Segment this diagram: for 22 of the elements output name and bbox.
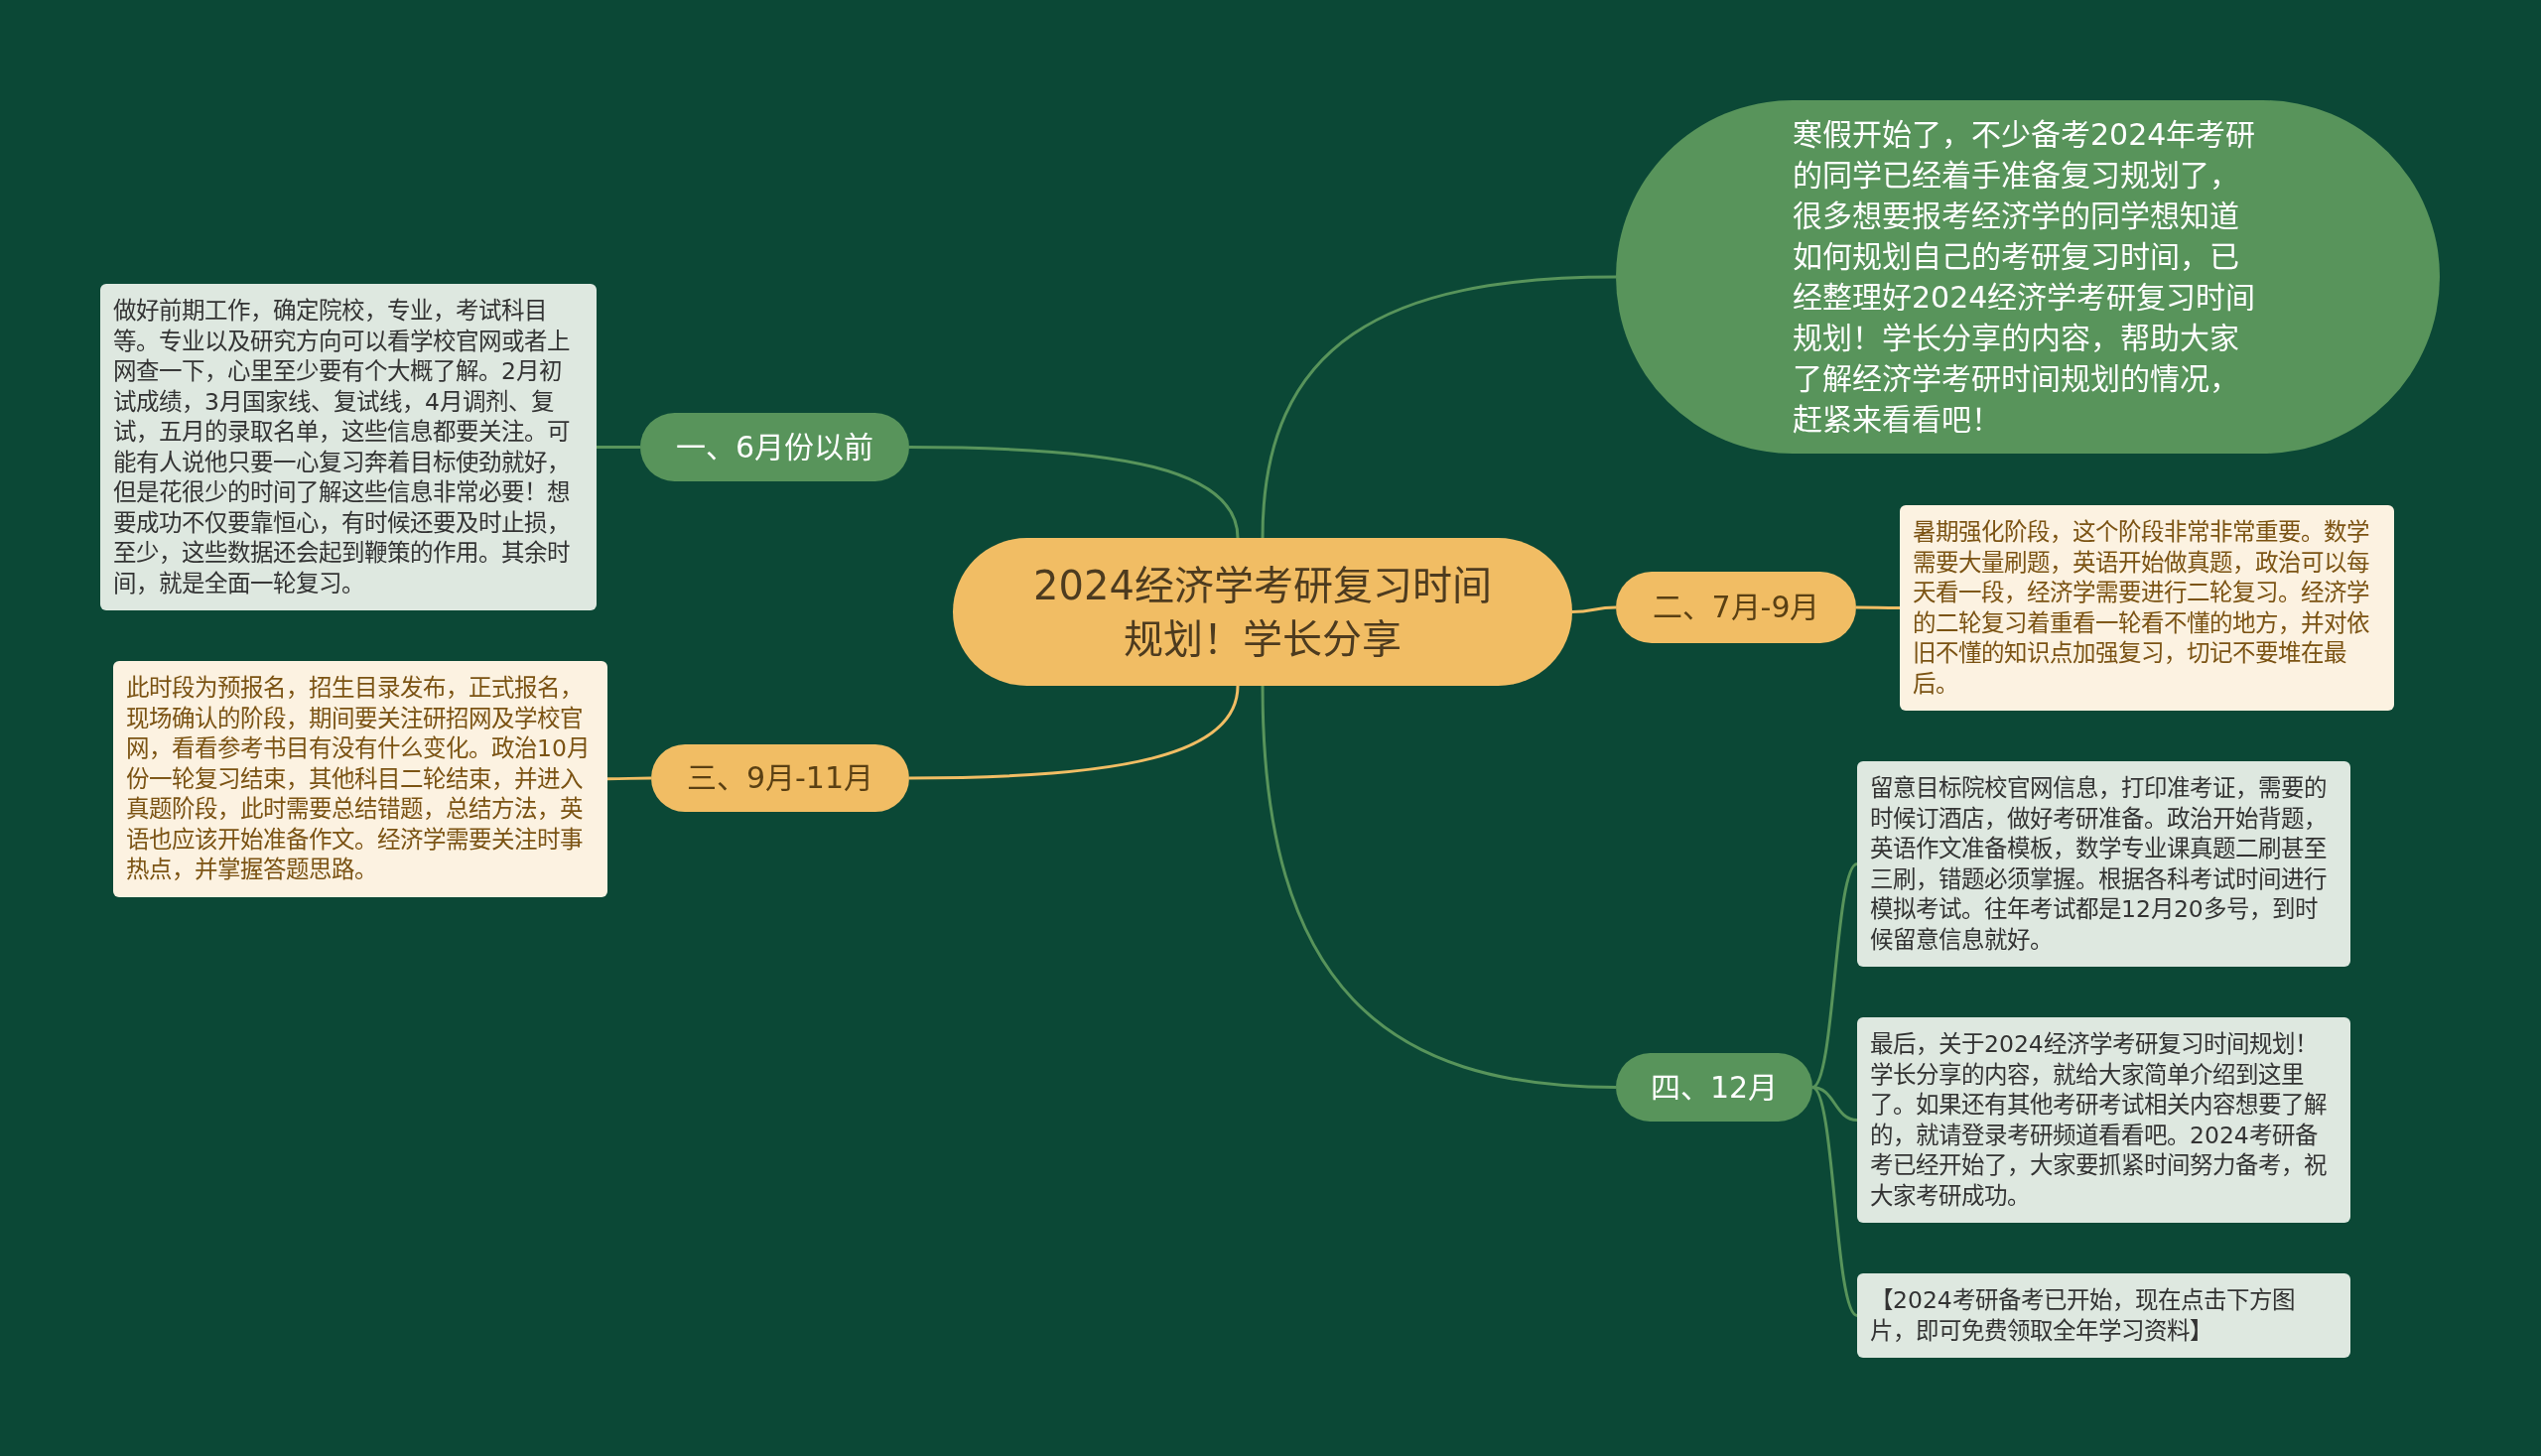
connector-line	[1856, 605, 1900, 609]
note-box: 做好前期工作，确定院校，专业，考试科目等。专业以及研究方向可以看学校官网或者上网查一下，心里至少要有个大概了解。2月初试成绩，3月国家线、复试线，4月调剂、复试，五月的录取名单，这些信息都要关注。可能有人说他只要一心复习奔着目标使劲就好，但是花很少的时间了解这些信息非常必要！想要成功不仅要靠恒心，有时候还要及时止损，至少，这些数据还会起到鞭策的作用。其余时间，就是全面一轮复习。	[100, 284, 597, 610]
branch-pill: 四、12月	[1616, 1053, 1812, 1122]
connector-line	[1261, 275, 1617, 539]
connector-line	[1811, 862, 1858, 1089]
note-box: 【2024考研备考已开始，现在点击下方图片，即可免费领取全年学习资料】	[1857, 1273, 2350, 1358]
note-box: 留意目标院校官网信息，打印准考证，需要的时候订酒店，做好考研准备。政治开始背题，英语作文准备模板，数学专业课真题二刷甚至三刷，错题必须掌握。根据各科考试时间进行模拟考试。往年考试都是12月20多号，到时候留意信息就好。	[1857, 761, 2350, 967]
central-topic: 2024经济学考研复习时间规划！学长分享	[953, 538, 1572, 686]
connector-line	[1811, 1086, 1858, 1317]
connector-line	[597, 446, 640, 449]
connector-line	[909, 446, 1240, 539]
branch-pill: 二、7月-9月	[1616, 572, 1856, 643]
connector-line	[607, 776, 651, 781]
note-box: 此时段为预报名，招生目录发布，正式报名，现场确认的阶段，期间要关注研招网及学校官网，看看参考书目有没有什么变化。政治10月份一轮复习结束，其他科目二轮结束，并进入真题阶段，此时需要总结错题，总结方法，英语也应该开始准备作文。经济学需要关注时事热点，并掌握答题思路。	[113, 661, 607, 897]
connector-line	[1571, 605, 1617, 613]
intro-bubble: 寒假开始了，不少备考2024年考研的同学已经着手准备复习规划了，很多想要报考经济学的同学想知道如何规划自己的考研复习时间，已经整理好2024经济学考研复习时间规划！学长分享的内容，帮助大家了解经济学考研时间规划的情况，赶紧来看看吧！	[1616, 100, 2440, 454]
branch-pill: 三、9月-11月	[651, 744, 909, 812]
note-box: 最后，关于2024经济学考研复习时间规划！学长分享的内容，就给大家简单介绍到这里了。如果还有其他考研考试相关内容想要了解的，就请登录考研频道看看吧。2024考研备考已经开始了，大家要抓紧时间努力备考，祝大家考研成功。	[1857, 1017, 2350, 1223]
note-box: 暑期强化阶段，这个阶段非常非常重要。数学需要大量刷题，英语开始做真题，政治可以每天看一段，经济学需要进行二轮复习。经济学的二轮复习着重看一轮看不懂的地方，并对依旧不懂的知识点加强复习，切记不要堆在最后。	[1900, 505, 2394, 711]
branch-pill: 一、6月份以前	[640, 413, 909, 481]
connector-line	[909, 685, 1240, 780]
connector-line	[1261, 685, 1617, 1089]
